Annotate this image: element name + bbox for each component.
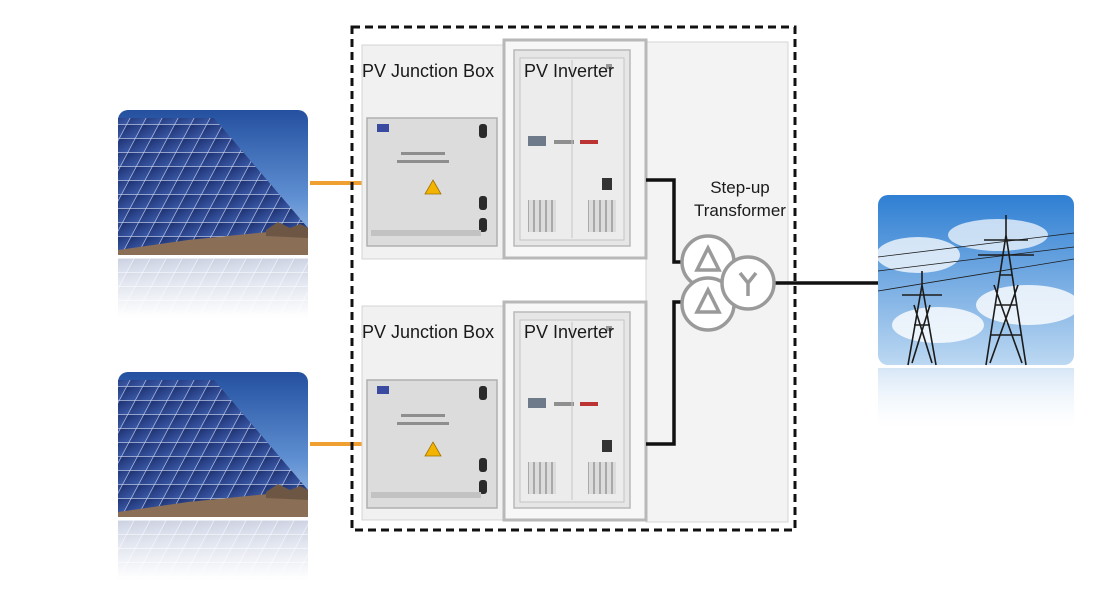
solar-panel-photo-upper (118, 110, 308, 318)
transformer-label-line1: Step-up (710, 178, 770, 197)
transmission-tower-photo (875, 194, 1081, 428)
transformer-label-line2: Transformer (694, 201, 786, 220)
delta-delta-wye-transformer-icon (680, 234, 776, 332)
upper-inverter-wire (646, 178, 682, 264)
system-enclosure (350, 25, 797, 532)
lower-junction-box-label: PV Junction Box (362, 322, 494, 342)
upper-junction-box-label: PV Junction Box (362, 61, 494, 81)
lower-junction-box-image (366, 379, 498, 509)
lower-inverter-label: PV Inverter (524, 322, 614, 342)
lower-inverter-wire (646, 300, 682, 446)
upper-junction-box-image (366, 117, 498, 247)
upper-inverter-label: PV Inverter (524, 61, 614, 81)
solar-panel-photo-lower (118, 372, 308, 580)
